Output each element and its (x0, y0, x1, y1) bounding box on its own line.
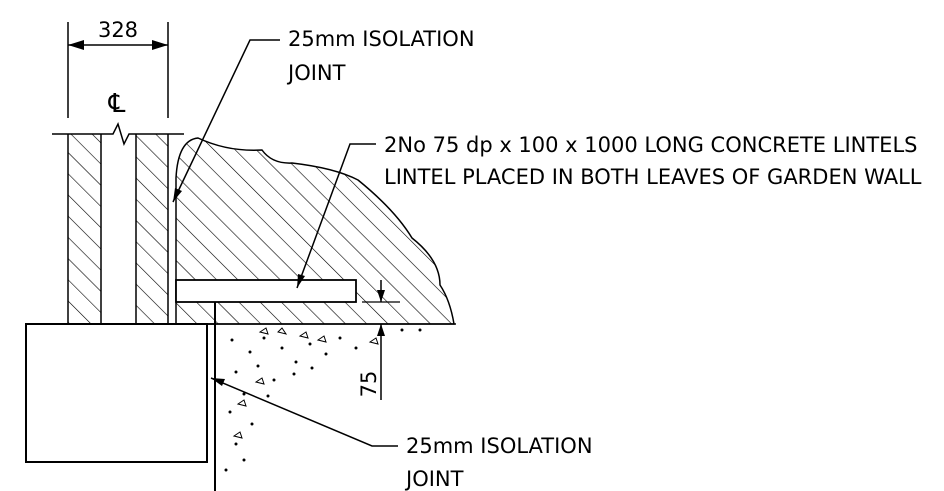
top-isolation-label-line1: 25mm ISOLATION (288, 27, 475, 51)
bottom-isolation-label-line1: 25mm ISOLATION (406, 434, 593, 458)
dimension-arrow-left (68, 40, 84, 50)
leader-lintel (296, 143, 376, 289)
concrete-stipple (224, 327, 422, 472)
dimension-arrow-right (152, 40, 168, 50)
concrete-footing (25, 323, 208, 463)
top-isolation-label-line2: JOINT (286, 61, 346, 85)
bottom-isolation-label-line2: JOINT (404, 467, 464, 491)
garden-wall-section (175, 137, 455, 325)
concrete-lintel (175, 279, 357, 303)
width-dimension-value: 328 (98, 18, 138, 42)
leader-top-isolation (172, 39, 280, 203)
depth-dimension: 75 (357, 280, 400, 400)
brick-pier (67, 134, 169, 324)
width-dimension: 328 (67, 18, 169, 118)
lintel-label-line1: 2No 75 dp x 100 x 1000 LONG CONCRETE LIN… (384, 133, 917, 157)
depth-dimension-value: 75 (357, 371, 381, 398)
centerline-symbol: ℄ (108, 89, 126, 119)
leader-bottom-isolation (210, 377, 398, 447)
lintel-label-line2: LINTEL PLACED IN BOTH LEAVES OF GARDEN W… (384, 165, 922, 189)
